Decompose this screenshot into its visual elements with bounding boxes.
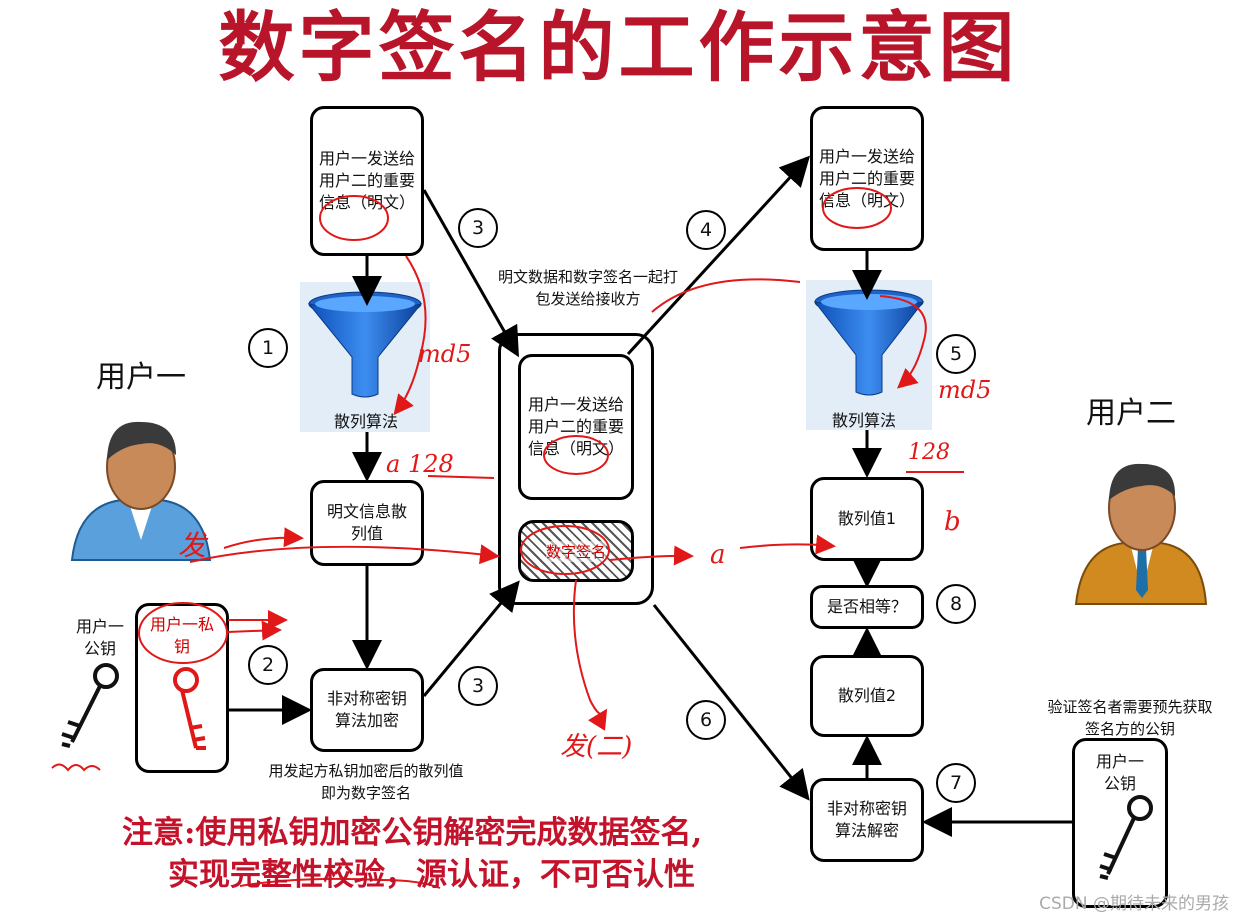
handwriting-fa: 发 [178, 529, 207, 562]
receiver-message-box: 用户一发送给用户二的重要信息（明文） [810, 106, 924, 251]
hash-algo-right-label: 散列算法 [831, 411, 896, 430]
public-key-icon-left [61, 663, 119, 748]
handwriting-a128: a 128 [386, 450, 454, 478]
page-title: 数字签名的工作示意图 [218, 3, 1019, 92]
step-circle-4: 4 [686, 210, 726, 250]
verify-key-label: 用户一公钥 [1095, 752, 1144, 793]
encrypt-text: 非对称密钥算法加密 [326, 689, 407, 730]
step-circle-3b: 3 [458, 666, 498, 706]
decrypt-box: 非对称密钥算法解密 [810, 778, 924, 862]
step-circle-8: 8 [936, 584, 976, 624]
step-circle-6: 6 [686, 700, 726, 740]
equal-question-text: 是否相等？ [826, 597, 907, 616]
user2-avatar [1074, 463, 1208, 605]
sender-message-text: 用户一发送给用户二的重要信息（明文） [319, 149, 416, 212]
note-line-1: 注意:使用私钥加密公钥解密完成数据签名, [122, 815, 703, 851]
equal-question-box: 是否相等？ [810, 585, 924, 629]
handwriting-a-mid: a [710, 540, 726, 570]
user1-avatar [70, 421, 212, 561]
step-circle-3a: 3 [458, 208, 498, 248]
handwriting-fa2: 发(二) [560, 732, 633, 762]
public-key-icon-right [1099, 795, 1153, 880]
arrow-package-to-decrypt [652, 604, 810, 801]
private-key-label: 用户一私钥 [149, 615, 214, 656]
handwriting-128: 128 [908, 440, 950, 465]
hash-algo-left-label: 散列算法 [333, 412, 398, 431]
arrow-package-to-receiver [626, 155, 811, 356]
hash-funnel-right [806, 280, 932, 430]
signature-label: 数字签名 [545, 540, 606, 562]
private-key-icon [173, 667, 206, 750]
package-message-box: 用户一发送给用户二的重要信息（明文） [518, 354, 634, 500]
signature-caption: 用发起方私钥加密后的散列值即为数字签名 [268, 762, 464, 802]
note-line-2: 实现完整性校验，源认证，不可否认性 [168, 857, 695, 893]
arrow-encrypt-to-package [422, 580, 520, 697]
funnel-icon [813, 289, 925, 396]
hash1-text: 散列值1 [837, 509, 897, 528]
plain-hash-text: 明文信息散列值 [326, 502, 407, 543]
handwriting-md5-left: md5 [418, 340, 472, 368]
handwriting-b: b [944, 507, 961, 537]
public-key-label-left: 用户一公钥 [75, 617, 124, 658]
verify-key-box: 用户一公钥 [1072, 738, 1168, 908]
sender-message-box: 用户一发送给用户二的重要信息（明文） [310, 106, 424, 256]
hash2-text: 散列值2 [837, 686, 897, 705]
handwriting-md5-right: md5 [938, 376, 992, 404]
step-circle-7: 7 [936, 763, 976, 803]
funnel-icon [307, 291, 423, 398]
circle-mark [822, 187, 892, 229]
package-message-text: 用户一发送给用户二的重要信息（明文） [527, 395, 624, 458]
circle-mark [543, 435, 609, 475]
circle-mark [520, 525, 610, 575]
decrypt-text: 非对称密钥算法解密 [826, 799, 907, 840]
step-circle-5: 5 [936, 334, 976, 374]
package-caption: 明文数据和数字签名一起打包发送给接收方 [498, 268, 679, 308]
verify-caption: 验证签名者需要预先获取签名方的公钥 [1047, 698, 1213, 738]
arrow-msg-to-package [422, 189, 519, 358]
private-key-box: 用户一私钥 [135, 603, 229, 773]
user1-label: 用户一 [96, 360, 186, 395]
encrypt-box: 非对称密钥算法加密 [310, 668, 424, 752]
step-circle-1: 1 [248, 328, 288, 368]
step-circle-2: 2 [248, 645, 288, 685]
watermark: CSDN @期待未来的男孩 [1039, 894, 1229, 914]
user2-label: 用户二 [1086, 396, 1176, 431]
plain-hash-box: 明文信息散列值 [310, 480, 424, 566]
circle-mark [319, 195, 389, 241]
circle-mark [138, 602, 228, 664]
